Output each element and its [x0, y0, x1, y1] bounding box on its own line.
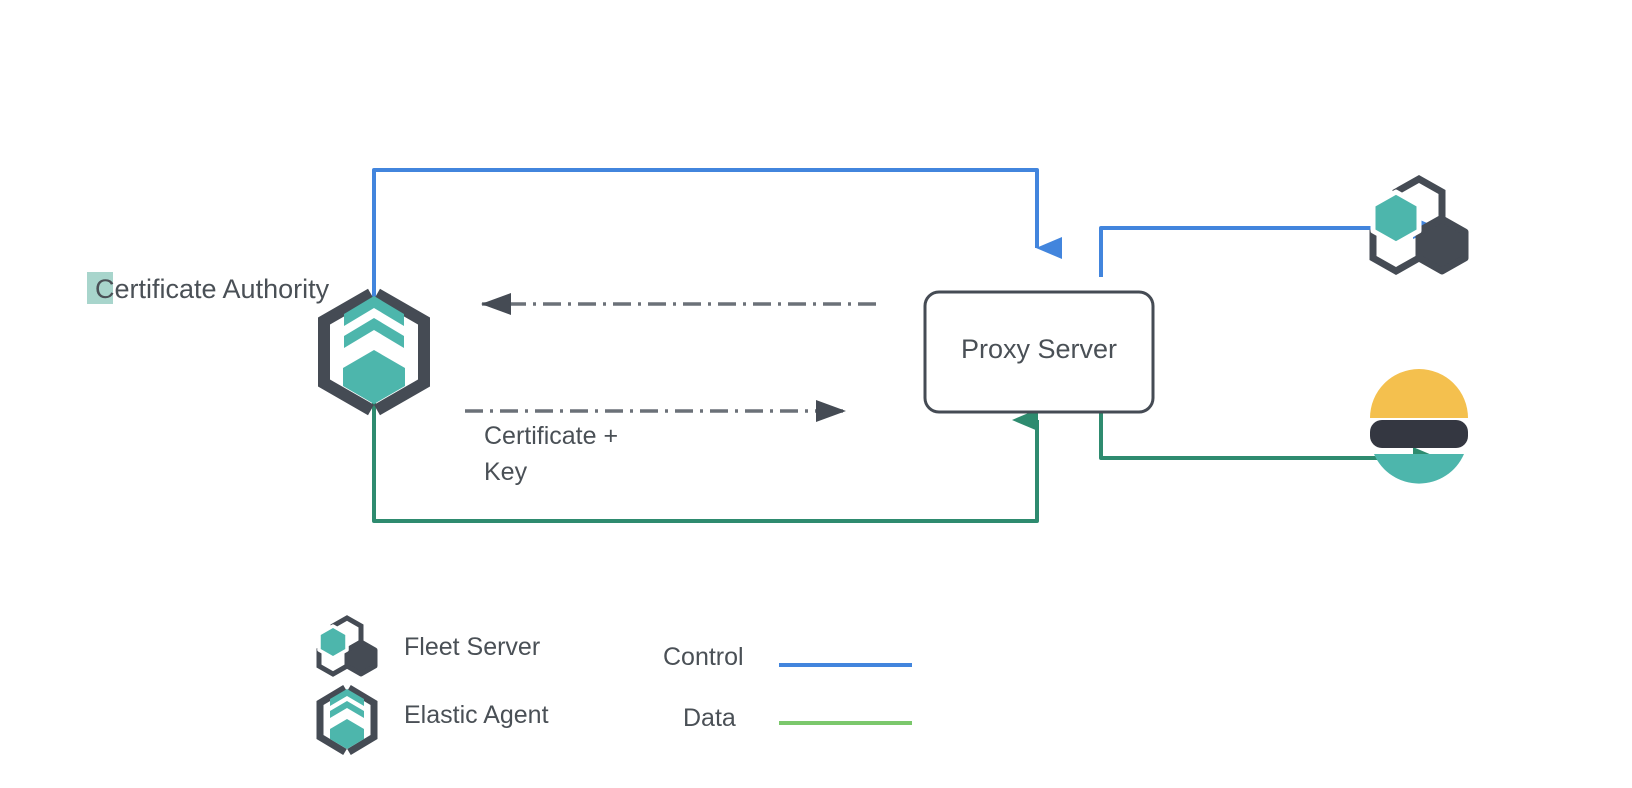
legend-item-label-elastic-agent: Elastic Agent: [404, 701, 549, 729]
edge-control-agent-to-proxy: [372, 168, 1062, 300]
edge-label-certificate-key-line1: Certificate +: [484, 422, 618, 450]
elasticsearch-icon: [1370, 369, 1468, 484]
node-certificate-authority-label: Certificate Authority: [95, 274, 330, 304]
legend-line-label-data: Data: [683, 704, 736, 732]
elastic-agent-icon: [318, 288, 430, 416]
node-proxy-server-box: [923, 290, 1155, 414]
certificate-authority-highlight: [87, 272, 113, 304]
legend-item-label-fleet-server: Fleet Server: [404, 633, 540, 661]
legend-line-label-control: Control: [663, 643, 744, 671]
fleet-server-icon: [1369, 174, 1469, 276]
edge-control-proxy-to-fleet: [1099, 217, 1439, 277]
edge-data-agent-to-proxy: [372, 378, 1039, 523]
legend-elastic-agent-icon: [316, 684, 378, 756]
legend-fleet-server-icon: [316, 615, 378, 677]
edge-label-certificate-key-line2: Key: [484, 458, 528, 486]
node-proxy-server-label: Proxy Server: [961, 334, 1117, 364]
